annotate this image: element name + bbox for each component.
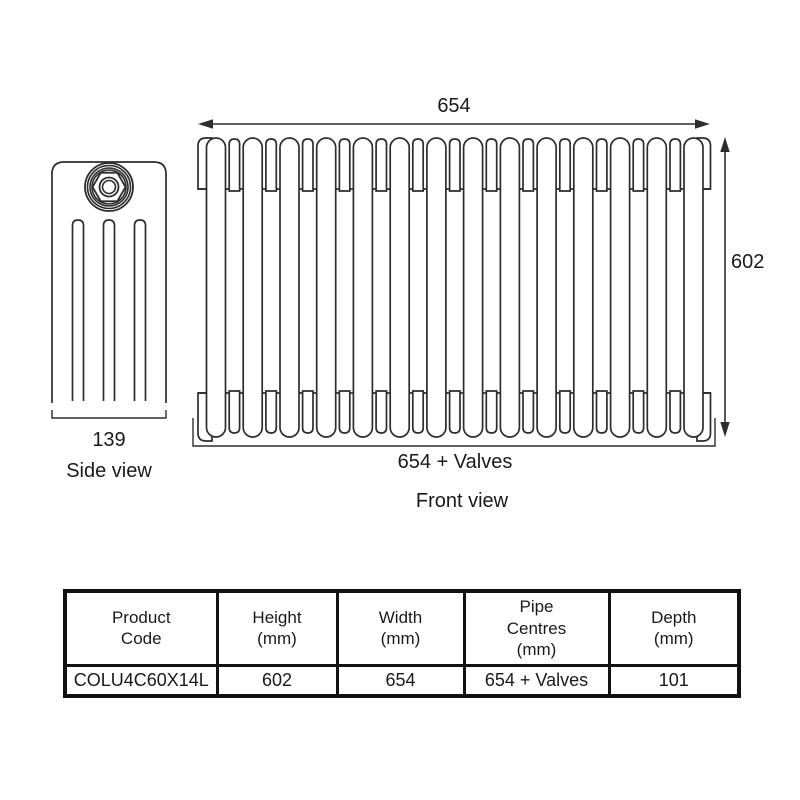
header-line: (mm) — [380, 629, 421, 649]
header-pipe-centres: Pipe Centres (mm) — [462, 589, 611, 667]
header-height: Height (mm) — [215, 589, 339, 667]
side-depth-bracket — [51, 410, 167, 419]
front-width-dim: 654 — [437, 95, 470, 117]
arrowhead-left — [198, 119, 213, 129]
height-dimension: 602 — [720, 137, 764, 437]
cell-depth: 101 — [607, 663, 741, 698]
valve-bushing — [84, 162, 134, 212]
header-product-code: Product Code — [63, 589, 219, 667]
header-line: Pipe — [519, 597, 554, 617]
header-depth: Depth (mm) — [607, 589, 741, 667]
arrowhead-down — [720, 422, 730, 437]
front-view-label: Front view — [416, 490, 509, 512]
header-line: (mm) — [257, 629, 297, 649]
cell-pipe-centres: 654 + Valves — [462, 663, 611, 698]
header-line: Centres — [506, 618, 567, 638]
table-data-row: COLU4C60X14L 602 654 654 + Valves 101 — [63, 663, 741, 698]
header-line: Width — [378, 608, 423, 627]
spec-table: Product Code Height (mm) Width (mm) Pipe… — [63, 589, 741, 698]
side-grooves — [71, 219, 147, 402]
header-line: Depth — [651, 608, 697, 627]
pipe-centres-dim: 654 + Valves — [398, 451, 513, 473]
side-depth-dim: 139 — [92, 429, 125, 451]
front-view-drawing: 654 602 654 + Valves Front view — [192, 95, 764, 512]
manifold-ledges — [198, 188, 711, 394]
side-view-drawing: 139 Side view — [51, 161, 167, 482]
header-line: (mm) — [516, 639, 557, 659]
header-line: (mm) — [653, 629, 694, 649]
header-line: Height — [252, 608, 302, 627]
side-view-label: Side view — [66, 460, 152, 482]
pipe-centres-bracket — [192, 418, 716, 447]
cell-product-code: COLU4C60X14L — [63, 663, 219, 698]
width-dimension: 654 — [198, 95, 710, 129]
header-width: Width (mm) — [335, 589, 466, 667]
table-header-row: Product Code Height (mm) Width (mm) Pipe… — [63, 589, 741, 667]
header-line: Code — [120, 629, 162, 649]
technical-drawing: 139 Side view — [51, 95, 764, 512]
spec-table-container: Product Code Height (mm) Width (mm) Pipe… — [63, 589, 741, 698]
front-height-dim: 602 — [731, 251, 764, 273]
header-line: Product — [111, 608, 171, 627]
cell-width: 654 — [335, 663, 466, 698]
cell-height: 602 — [215, 663, 339, 698]
arrowhead-right — [695, 119, 710, 129]
arrowhead-up — [720, 137, 730, 152]
